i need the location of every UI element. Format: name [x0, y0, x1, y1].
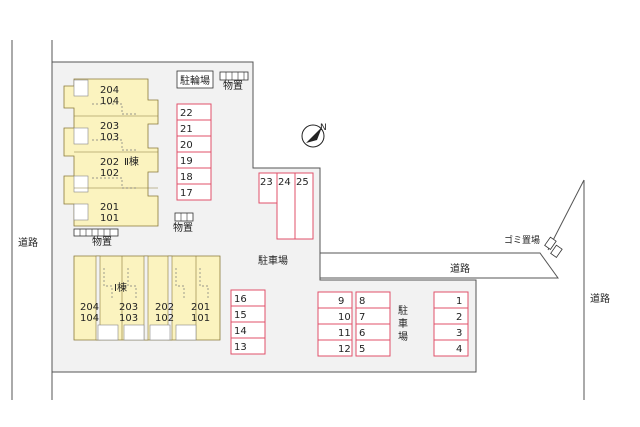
- b2-unit-1-top: 204: [100, 85, 119, 96]
- garbage-label: ゴミ置場: [504, 234, 540, 246]
- storage-left: [73, 228, 119, 237]
- parking-space-25: [294, 172, 314, 240]
- b1-unit-3-bottom: 102: [155, 313, 174, 324]
- parking-space-label-24: 24: [278, 177, 291, 188]
- parking-space-label-18: 18: [180, 172, 193, 183]
- parking-space-label-7: 7: [359, 312, 365, 323]
- storage-middle: [174, 212, 194, 222]
- road-edge-east-diag: [547, 179, 585, 251]
- svg-text:N: N: [320, 123, 327, 133]
- b1-unit-1-bottom: 104: [80, 313, 99, 324]
- parking-space-label-16: 16: [234, 294, 247, 305]
- parking-space-3: [433, 323, 469, 341]
- garbage-station-icon: [544, 236, 563, 258]
- bike-parking: [176, 70, 214, 89]
- north-arrow-icon: N: [301, 123, 327, 148]
- parking-space-label-21: 21: [180, 124, 193, 135]
- b2-unit-4-top: 201: [100, 202, 119, 213]
- parking-space-label-9: 9: [338, 296, 344, 307]
- b2-unit-2-top: 203: [100, 121, 119, 132]
- parking-space-label-23: 23: [260, 177, 273, 188]
- parking-space-label-12: 12: [338, 344, 351, 355]
- b1-name: Ⅰ棟: [114, 281, 127, 294]
- parking-space-label-1: 1: [456, 296, 462, 307]
- b1-unit-4-bottom: 101: [191, 313, 210, 324]
- b2-name: Ⅱ棟: [124, 155, 139, 168]
- parking-space-label-3: 3: [456, 328, 462, 339]
- road-label-west: 道路: [18, 236, 38, 249]
- parking-label-center: 駐車場: [258, 254, 288, 267]
- parking-space-label-22: 22: [180, 108, 193, 119]
- parking-label-right-3: 場: [398, 330, 408, 343]
- parking-space-12: [317, 339, 353, 357]
- parking-space-label-8: 8: [359, 296, 365, 307]
- parking-space-label-11: 11: [338, 328, 351, 339]
- parking-space-5: [355, 339, 391, 357]
- building-1: Ⅰ棟 204 104 203 103 202 102 201 101: [73, 255, 221, 341]
- parking-label-right-2: 車: [398, 317, 408, 330]
- b1-unit-2-bottom: 103: [119, 313, 138, 324]
- b1-unit-2-top: 203: [119, 302, 138, 313]
- building-2: 204 104 203 103 202 102 201 101 Ⅱ棟: [63, 78, 159, 227]
- parking-space-label-17: 17: [180, 188, 193, 199]
- b1-unit-4-top: 201: [191, 302, 210, 313]
- parking-space-label-6: 6: [359, 328, 365, 339]
- parking-space-label-10: 10: [338, 312, 351, 323]
- storage-middle-label: 物置: [173, 221, 193, 234]
- storage-top: [219, 71, 249, 81]
- parking-space-1: [433, 291, 469, 309]
- b2-unit-4-bottom: 101: [100, 213, 119, 224]
- parking-space-label-13: 13: [234, 342, 247, 353]
- b2-unit-2-bottom: 103: [100, 132, 119, 143]
- parking-label-right-1: 駐: [398, 304, 408, 317]
- parking-space-label-15: 15: [234, 310, 247, 321]
- parking-space-label-14: 14: [234, 326, 247, 337]
- b1-unit-3-top: 202: [155, 302, 174, 313]
- parking-space-label-4: 4: [456, 344, 462, 355]
- storage-left-label: 物置: [92, 235, 112, 248]
- storage-top-label: 物置: [223, 79, 243, 92]
- b2-unit-3-top: 202: [100, 157, 119, 168]
- bike-parking-label: 駐輪場: [180, 74, 210, 87]
- road-label-access: 道路: [450, 262, 470, 275]
- parking-space-2: [433, 307, 469, 325]
- road-label-east: 道路: [590, 292, 610, 305]
- parking-space-17: [176, 183, 212, 201]
- b2-unit-3-bottom: 102: [100, 168, 119, 179]
- b1-unit-1-top: 204: [80, 302, 99, 313]
- parking-space-label-5: 5: [359, 344, 365, 355]
- b2-unit-1-bottom: 104: [100, 96, 119, 107]
- parking-space-label-2: 2: [456, 312, 462, 323]
- parking-space-label-20: 20: [180, 140, 193, 151]
- parking-space-9: [317, 291, 353, 309]
- access-road: [319, 252, 559, 279]
- parking-space-13: [230, 337, 266, 355]
- parking-space-label-19: 19: [180, 156, 193, 167]
- parking-space-4: [433, 339, 469, 357]
- parking-space-label-25: 25: [296, 177, 309, 188]
